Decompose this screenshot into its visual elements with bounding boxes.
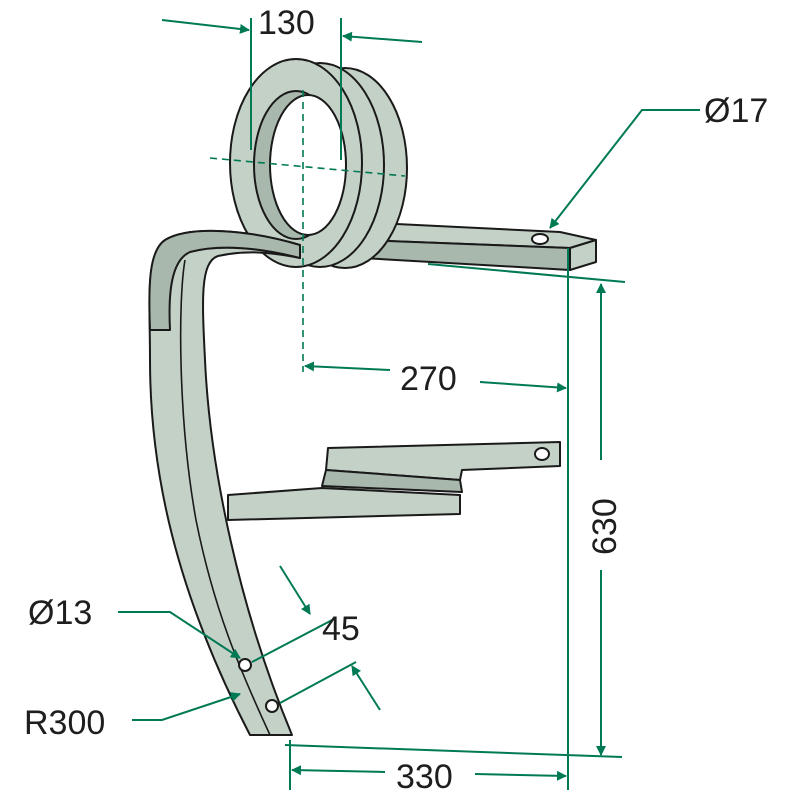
dim-tip-hole-label: Ø13: [28, 594, 92, 632]
tip-hole-lower: [265, 699, 279, 713]
dim-mount-hole: Ø17: [549, 92, 768, 229]
dim-radius-label: R300: [24, 704, 105, 742]
dim-mount-hole-label: Ø17: [704, 92, 768, 130]
dim-tip-hole: Ø13: [28, 594, 241, 659]
dim-tip-reach: 330: [289, 740, 567, 796]
dim-hole-spacing: 45: [251, 565, 381, 711]
dim-coil-width: 130: [161, 4, 423, 160]
side-view: [227, 441, 561, 521]
tine: [148, 229, 301, 736]
dim-height: 630: [284, 263, 626, 758]
dim-height-label: 630: [586, 498, 624, 555]
dim-hole-spacing-label: 45: [322, 610, 360, 648]
dim-offset-label: 270: [400, 360, 457, 398]
dim-radius: R300: [24, 692, 241, 742]
dim-coil-width-label: 130: [258, 4, 315, 42]
coil: [229, 58, 408, 269]
dim-tip-reach-label: 330: [396, 758, 453, 796]
dim-offset: 270: [304, 248, 569, 790]
tip-hole-upper: [238, 658, 252, 672]
mount-hole: [531, 233, 549, 245]
side-view-hole: [534, 447, 550, 461]
